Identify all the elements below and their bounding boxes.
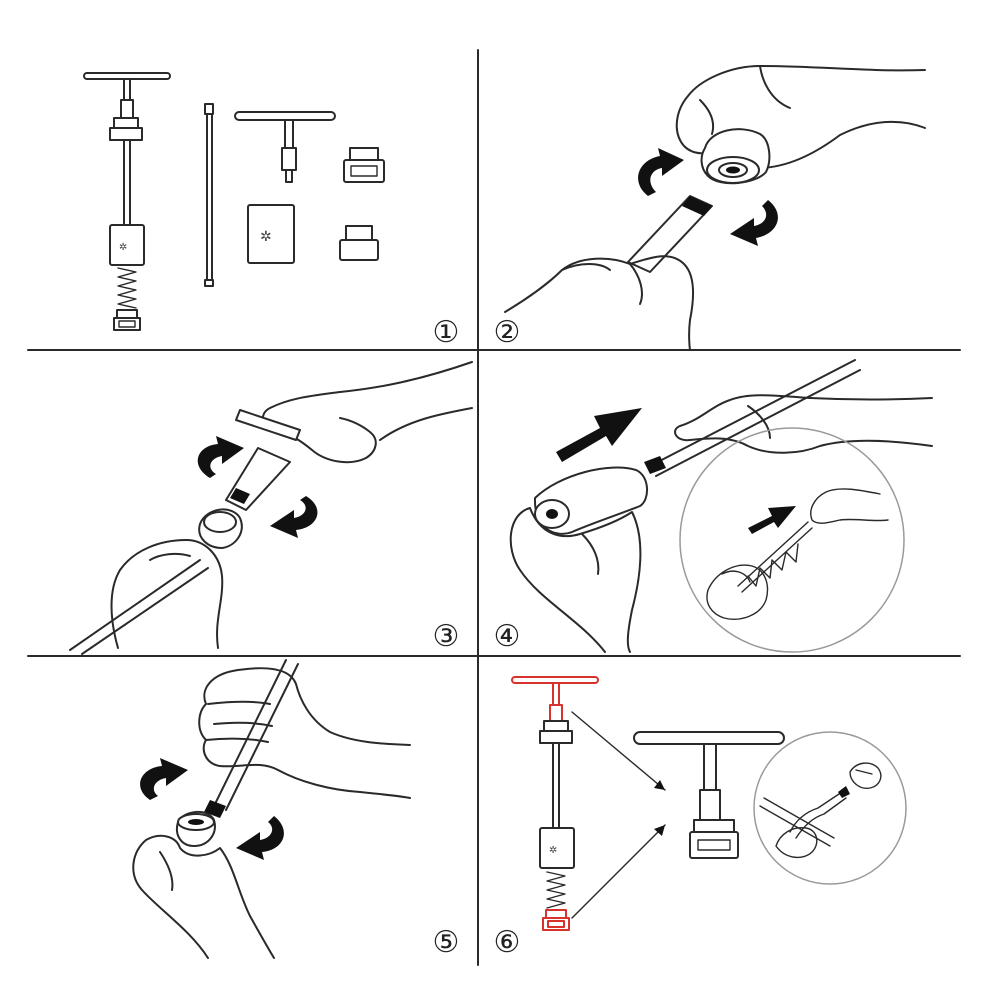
step-number-2: ② (493, 315, 521, 350)
adapter-head-1 (343, 147, 385, 183)
curved-arrow-icon (270, 496, 318, 538)
assembled-puller-tool: ✲ (511, 676, 599, 931)
bottom-hand (132, 834, 275, 959)
detail-inset-t-handle-use (753, 731, 907, 885)
top-hand (262, 361, 473, 464)
panel-1-components: ✲ ✲ (83, 72, 385, 331)
panel-6-complete-assembly: ✲ (511, 676, 907, 931)
step-number-1: ① (432, 315, 460, 350)
panel-2-attach-glue-tab (504, 65, 926, 351)
adapter-head (176, 811, 216, 847)
step-number-4: ④ (493, 619, 521, 654)
curved-arrow-icon (197, 436, 244, 478)
svg-text:✲: ✲ (119, 242, 127, 253)
slide-rod-held (627, 195, 713, 273)
t-handle-shaft (225, 447, 291, 511)
panel-3-connect-rod (69, 361, 473, 655)
svg-text:✲: ✲ (260, 229, 272, 245)
panel-grid (27, 49, 961, 966)
curved-arrow-icon (236, 816, 284, 860)
straight-arrow-icon (556, 408, 642, 462)
svg-text:✲: ✲ (549, 845, 557, 856)
step-number-5: ⑤ (432, 925, 460, 960)
curved-arrow-icon (638, 148, 684, 196)
panel-4-insert-rod (509, 359, 933, 653)
slide-weight: ✲ (247, 204, 295, 264)
t-handle (234, 111, 336, 183)
slide-rod (204, 103, 214, 287)
bottom-hand (110, 539, 224, 649)
right-hand (674, 394, 933, 454)
pointer-arrows (571, 711, 666, 919)
panel-5-attach-adapter (132, 659, 411, 959)
assembled-puller-tool: ✲ (83, 72, 171, 331)
glue-tab-puller (533, 466, 648, 535)
top-hand (675, 65, 926, 169)
step-number-6: ⑥ (493, 925, 521, 960)
glue-tab-puller (198, 508, 243, 549)
top-hand (198, 667, 411, 799)
curved-arrow-icon (140, 758, 188, 800)
glue-tab-puller (700, 128, 771, 185)
straight-arrow-icon (748, 506, 796, 534)
curved-arrow-icon (730, 200, 778, 246)
adapter-head-2 (339, 225, 379, 261)
t-handle-with-adapter (633, 731, 785, 859)
step-number-3: ③ (432, 619, 460, 654)
left-hand (509, 507, 642, 653)
bottom-hand (504, 255, 695, 351)
detail-inset-slide-hammer (679, 427, 905, 653)
